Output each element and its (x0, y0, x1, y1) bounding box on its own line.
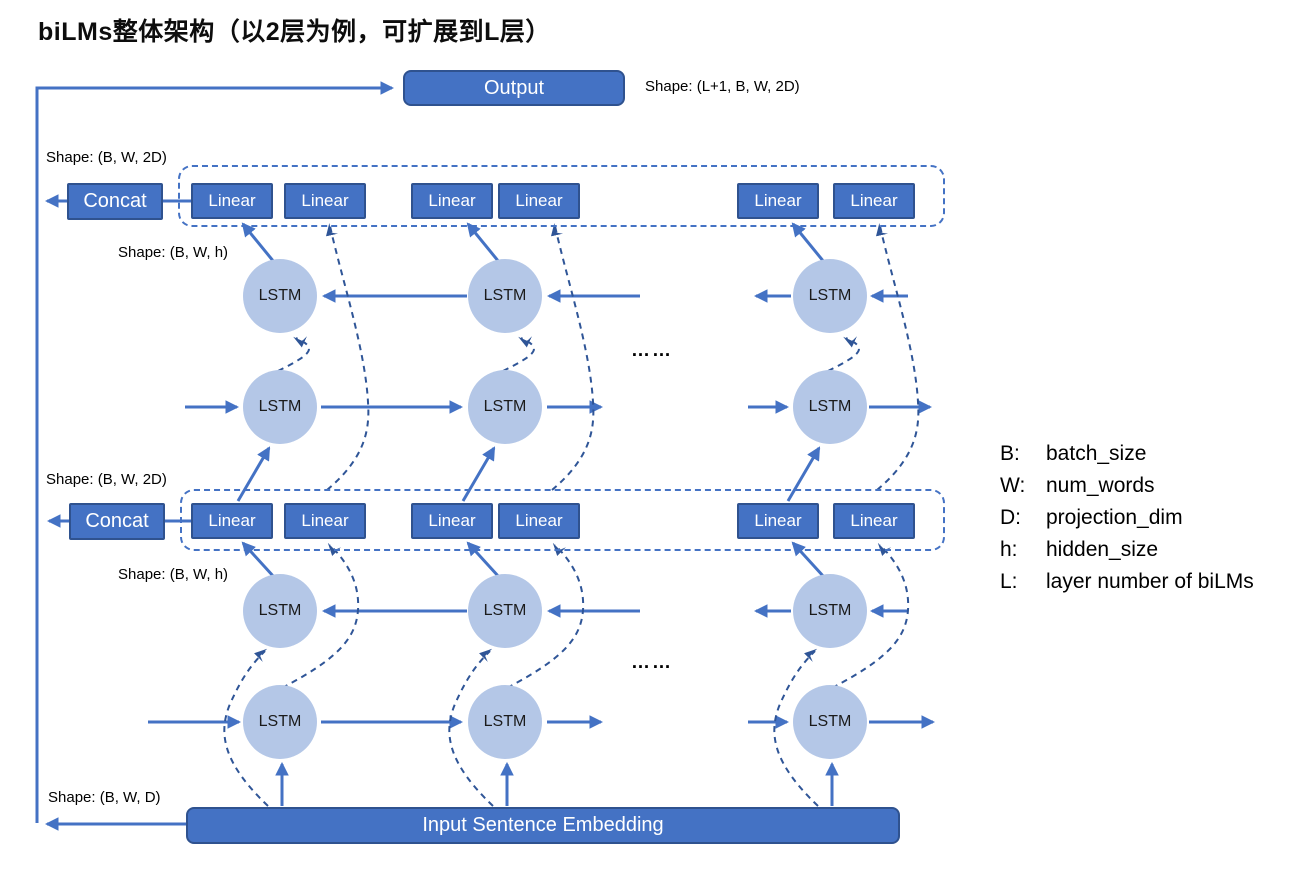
dashed-arrows (223, 222, 920, 807)
legend-value: batch_size (1046, 442, 1147, 465)
legend-row: L: layer number of biLMs (1000, 566, 1254, 598)
shape-annotation-concat-top: Shape: (B, W, 2D) (46, 149, 167, 166)
linear-node-mid-1: Linear (191, 503, 273, 539)
lstm-node-l1-fwd-col2: LSTM (468, 685, 542, 759)
legend-row: B: batch_size (1000, 438, 1254, 470)
ellipsis-bottom: …… (631, 652, 673, 673)
legend-value: hidden_size (1046, 538, 1159, 561)
legend-key: h: (1000, 538, 1018, 561)
legend-value: projection_dim (1046, 506, 1183, 529)
lstm-node-l1-bwd-col3: LSTM (793, 574, 867, 648)
backward-to-linear-arrow (550, 222, 595, 491)
linear-node-top-1: Linear (191, 183, 273, 219)
shape-annotation-hidden-top: Shape: (B, W, h) (118, 244, 229, 261)
page-title: biLMs整体架构（以2层为例，可扩展到L层） (38, 18, 551, 46)
linear-node-mid-4: Linear (498, 503, 580, 539)
shape-annotation-hidden-mid: Shape: (B, W, h) (118, 566, 229, 583)
linear-node-top-5: Linear (737, 183, 819, 219)
linear-node-mid-3: Linear (411, 503, 493, 539)
input-to-backward-arrow (448, 648, 494, 807)
shape-annotation-input: Shape: (B, W, D) (48, 789, 161, 806)
linear-node-top-6: Linear (833, 183, 915, 219)
backward-state-arrow (827, 336, 860, 372)
lstm-node-l2-fwd-col3: LSTM (793, 370, 867, 444)
to-linear-arrow (466, 541, 501, 579)
linear-node-mid-2: Linear (284, 503, 366, 539)
legend-value: layer number of biLMs (1046, 570, 1254, 593)
to-upper-lstm-arrow (236, 446, 271, 502)
ellipsis-top: …… (631, 340, 673, 361)
to-linear-arrow (466, 222, 501, 263)
lstm-node-l2-fwd-col1: LSTM (243, 370, 317, 444)
legend-key: B: (1000, 442, 1020, 465)
legend-row: W: num_words (1000, 470, 1254, 502)
legend-value: num_words (1046, 474, 1155, 497)
input-embedding-node: Input Sentence Embedding (186, 807, 900, 844)
input-to-backward-arrow (223, 648, 269, 807)
concat-node-top: Concat (67, 183, 163, 220)
to-linear-arrow (791, 222, 826, 263)
to-linear-arrow (241, 222, 276, 263)
linear-node-mid-5: Linear (737, 503, 819, 539)
lstm-node-l2-fwd-col2: LSTM (468, 370, 542, 444)
concat-node-mid: Concat (69, 503, 165, 540)
backward-state-arrow (277, 336, 310, 372)
backward-to-linear-arrow (325, 222, 370, 491)
legend-row: D: projection_dim (1000, 502, 1254, 534)
lstm-node-l2-bwd-col1: LSTM (243, 259, 317, 333)
linear-node-mid-6: Linear (833, 503, 915, 539)
solid-arrows (35, 81, 936, 831)
lstm-node-l2-bwd-col2: LSTM (468, 259, 542, 333)
input-to-backward-arrow (773, 648, 819, 807)
backward-to-linear-arrow (506, 542, 585, 689)
to-upper-lstm-arrow (461, 446, 496, 502)
linear-node-top-3: Linear (411, 183, 493, 219)
backward-state-arrow (502, 336, 535, 372)
shape-annotation-concat-mid: Shape: (B, W, 2D) (46, 471, 167, 488)
lstm-node-l1-fwd-col1: LSTM (243, 685, 317, 759)
output-node: Output (403, 70, 625, 106)
to-linear-arrow (241, 541, 276, 579)
to-linear-arrow (791, 541, 826, 579)
linear-node-top-4: Linear (498, 183, 580, 219)
projection-group-top (178, 165, 945, 227)
lstm-node-l1-fwd-col3: LSTM (793, 685, 867, 759)
projection-group-mid (180, 489, 945, 551)
linear-node-top-2: Linear (284, 183, 366, 219)
lstm-node-l2-bwd-col3: LSTM (793, 259, 867, 333)
lstm-node-l1-bwd-col2: LSTM (468, 574, 542, 648)
to-upper-lstm-arrow (786, 446, 821, 502)
backward-to-linear-arrow (875, 222, 920, 491)
legend-row: h: hidden_size (1000, 534, 1254, 566)
backward-to-linear-arrow (831, 542, 910, 689)
legend-key: D: (1000, 506, 1021, 529)
lstm-node-l1-bwd-col1: LSTM (243, 574, 317, 648)
backward-to-linear-arrow (281, 542, 360, 689)
legend-key: W: (1000, 474, 1026, 497)
shape-annotation-output: Shape: (L+1, B, W, 2D) (645, 78, 800, 95)
legend-key: L: (1000, 570, 1018, 593)
collector-to-output-arrow (35, 81, 395, 823)
